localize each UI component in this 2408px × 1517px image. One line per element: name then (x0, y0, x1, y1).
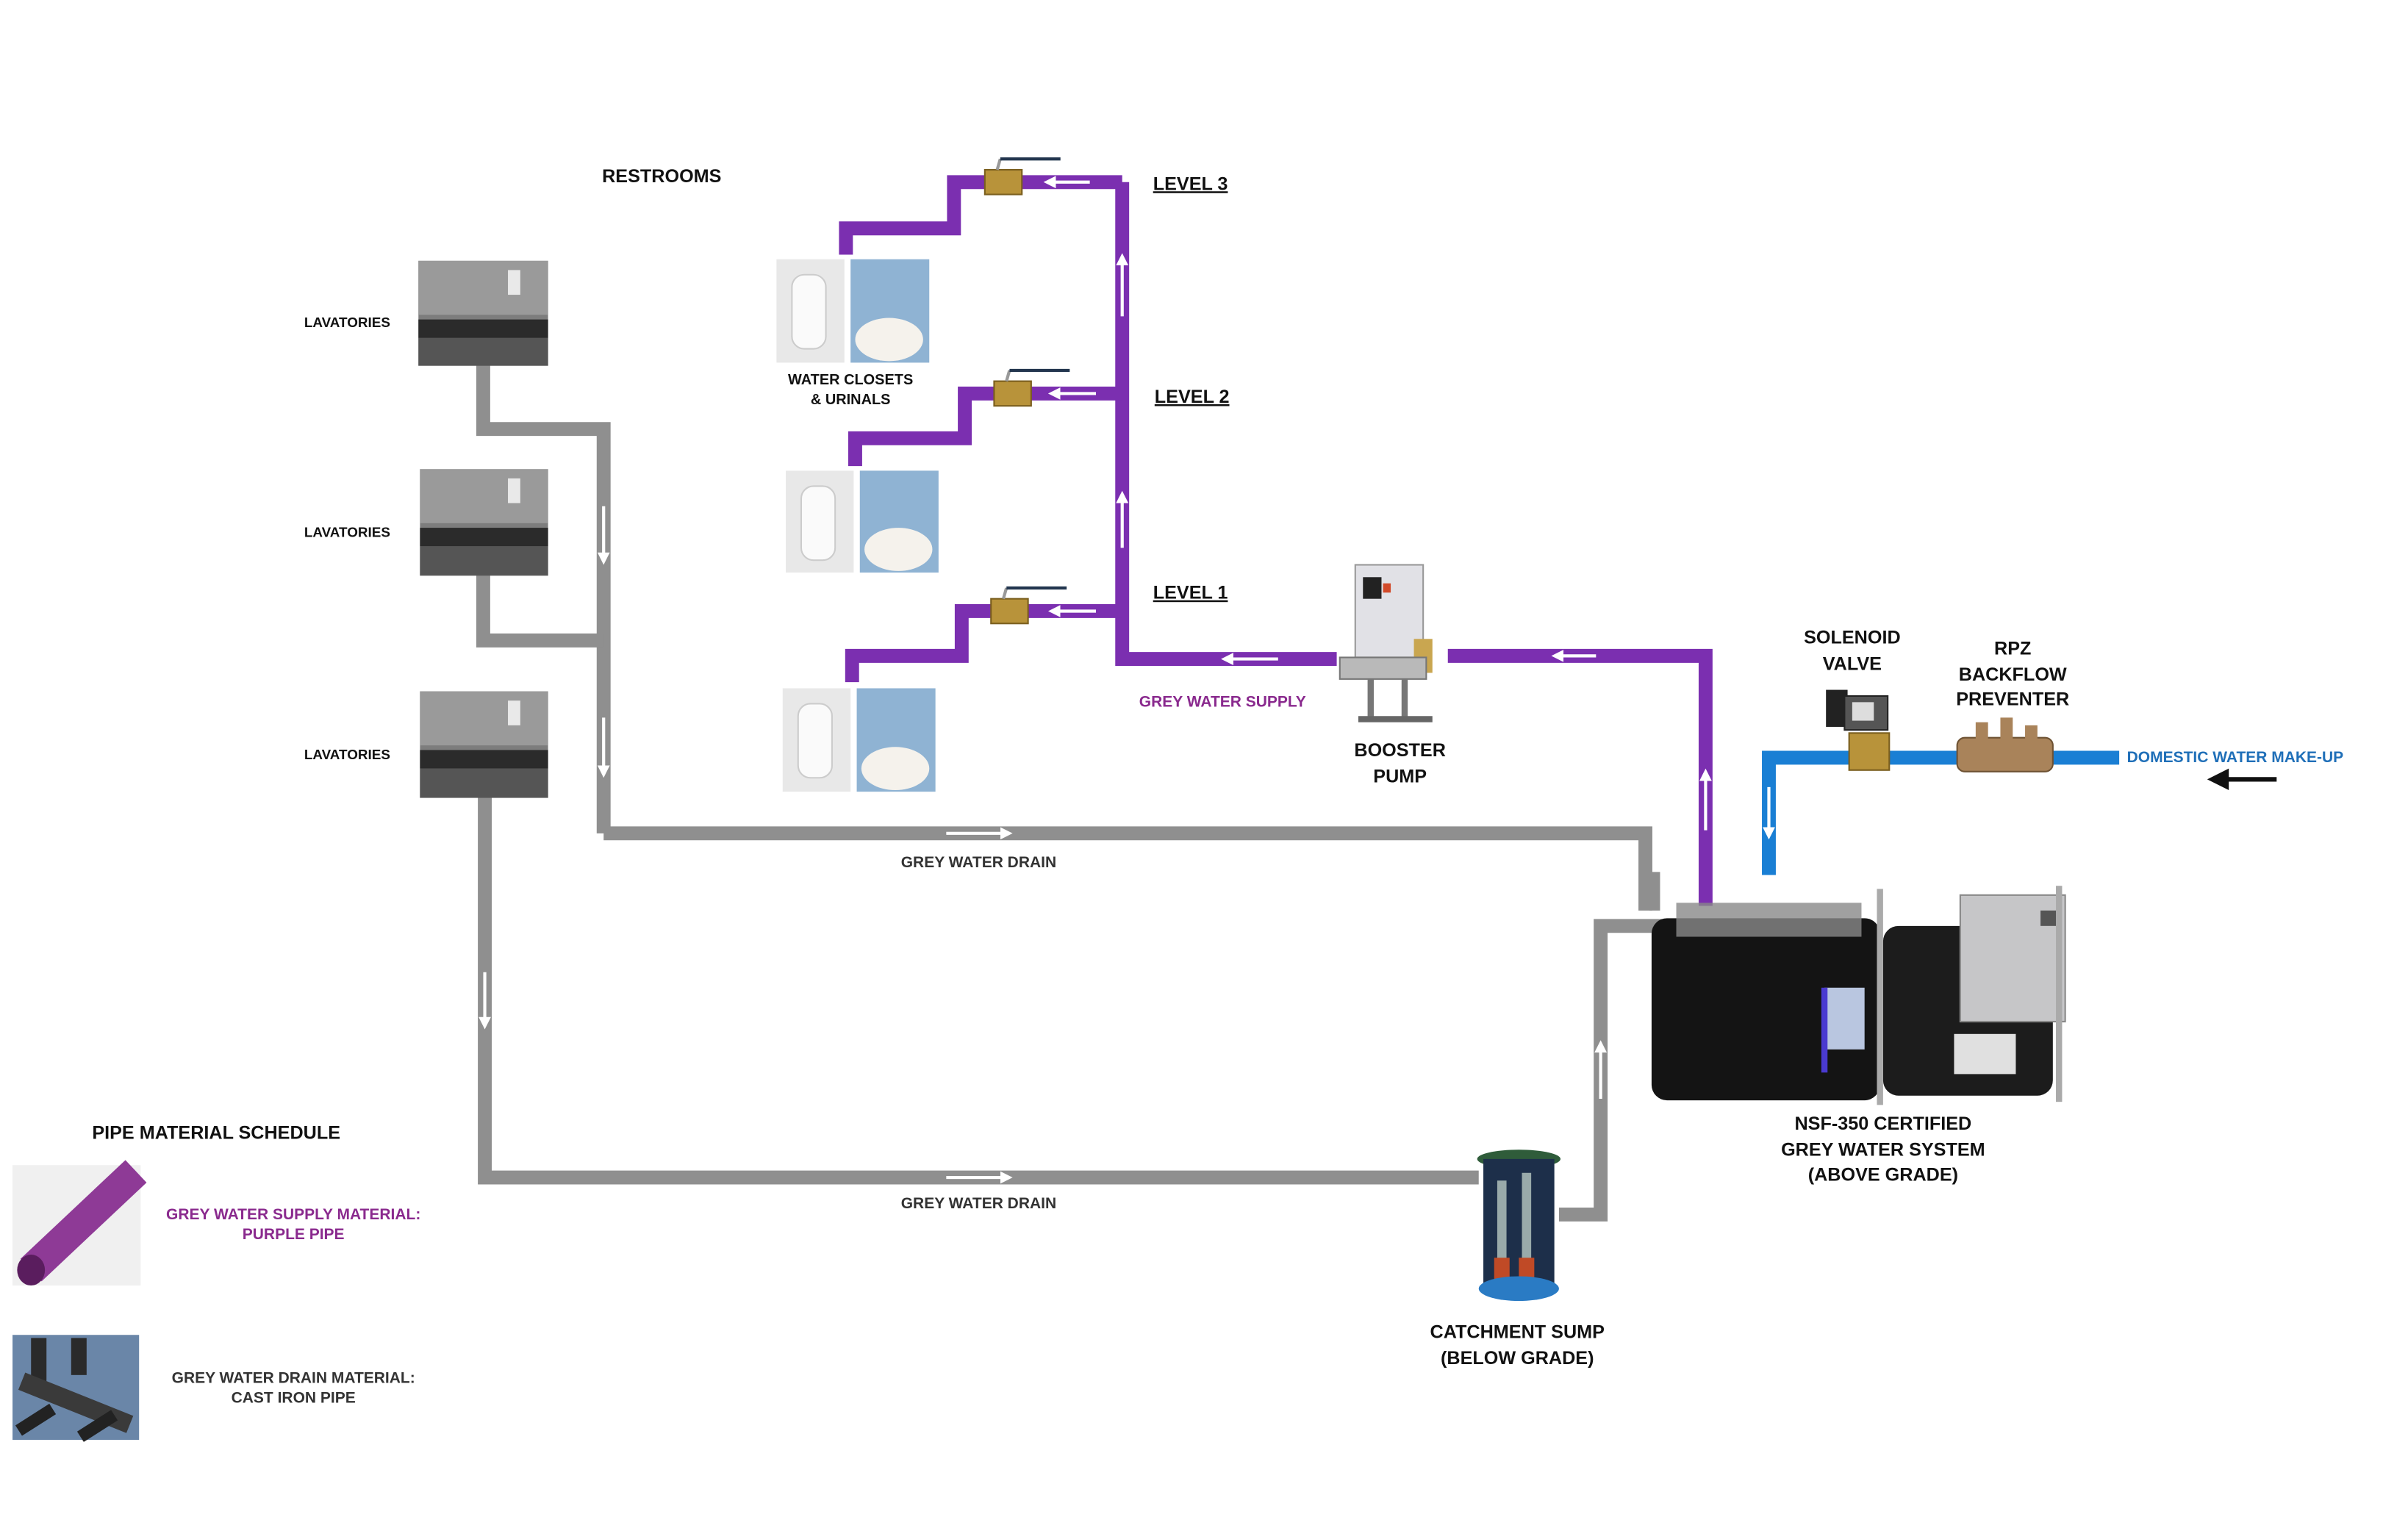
grey-water-drain-label: GREY WATER DRAIN (901, 1195, 1056, 1212)
domestic-makeup-label: DOMESTIC WATER MAKE-UP (2127, 749, 2344, 766)
supply-branch-level1 (845, 604, 1122, 683)
drain-pipe-lav1 (476, 364, 611, 833)
grey-water-drain-label: GREY WATER DRAIN (901, 854, 1056, 871)
level-1-label: LEVEL 1 (1153, 583, 1228, 603)
legend-drain-label-line2: CAST IRON PIPE (232, 1390, 356, 1407)
drain-pipe-lav3 (478, 797, 1479, 1185)
grey-water-system-label-line2: GREY WATER SYSTEM (1781, 1140, 1985, 1161)
grey-water-supply-label: GREY WATER SUPPLY (1139, 694, 1306, 711)
lavatories-label: LAVATORIES (304, 747, 390, 763)
urinal-and-toilet-image-level3 (776, 259, 930, 363)
drain-pipe-sump-to-system (1558, 919, 1664, 1222)
rpz-label-line2: BACKFLOW (1959, 664, 2067, 685)
lavatories-label: LAVATORIES (304, 315, 390, 331)
booster-pump-icon (1339, 564, 1433, 722)
urinal-and-toilet-image-level2 (785, 470, 939, 573)
solenoid-valve-label: SOLENOID (1804, 628, 1901, 648)
ball-valve-level3-icon (983, 157, 1061, 196)
grey-water-system-label: NSF-350 CERTIFIED (1794, 1113, 1971, 1134)
supply-system-to-pump (1447, 648, 1713, 906)
drain-pipe-upper-main (603, 826, 1652, 911)
level-3-label: LEVEL 3 (1153, 173, 1228, 194)
catchment-sump-label: CATCHMENT SUMP (1430, 1321, 1605, 1342)
solenoid-valve-label-line2: VALVE (1823, 653, 1882, 674)
legend-purple-pipe-icon (12, 1160, 147, 1286)
water-closets-label-line2: & URINALS (811, 392, 891, 408)
drain-flow-arrows (479, 506, 1608, 1184)
fixture-images (776, 259, 939, 792)
supply-pipes (839, 175, 1713, 906)
water-closets-label: WATER CLOSETS (788, 372, 913, 388)
lavatory-image (418, 260, 548, 366)
lavatory-image (420, 691, 548, 798)
legend-cast-iron-pipe-icon (12, 1335, 140, 1442)
grey-water-system-icon (1651, 886, 2066, 1105)
domestic-pipes (1762, 750, 2120, 875)
booster-pump-label: BOOSTER (1354, 740, 1446, 761)
lavatory-image (420, 469, 548, 576)
legend-supply-label: GREY WATER SUPPLY MATERIAL: (166, 1206, 420, 1223)
grey-water-system-label-line3: (ABOVE GRADE) (1808, 1164, 1958, 1185)
ball-valve-level1-icon (990, 586, 1067, 625)
legend-title: PIPE MATERIAL SCHEDULE (92, 1123, 340, 1144)
level-2-label: LEVEL 2 (1155, 387, 1230, 407)
rpz-label-line3: PREVENTER (1956, 689, 2069, 710)
urinal-and-toilet-image-level1 (782, 688, 936, 792)
domestic-makeup-pipe (1762, 750, 2120, 875)
rpz-label: RPZ (1994, 638, 2031, 659)
drain-pipes (476, 364, 1664, 1222)
legend-drain-label: GREY WATER DRAIN MATERIAL: (172, 1369, 415, 1386)
solenoid-valve-icon (1826, 689, 1891, 771)
domestic-flow-arrow-left-icon (2207, 768, 2277, 791)
booster-pump-label-line2: PUMP (1373, 767, 1427, 787)
ball-valves (983, 157, 1070, 625)
drain-pipe-lav2 (476, 574, 604, 648)
lavatories-label: LAVATORIES (304, 526, 390, 541)
catchment-sump-label-line2: (BELOW GRADE) (1441, 1348, 1594, 1369)
supply-branch-level2 (848, 386, 1122, 467)
rpz-backflow-preventer-icon (1956, 717, 2054, 772)
legend-supply-label-line2: PURPLE PIPE (243, 1226, 345, 1243)
lavatory-images (418, 260, 548, 798)
supply-flow-arrows (1043, 176, 1712, 831)
catchment-sump-icon (1477, 1150, 1561, 1302)
restrooms-heading: RESTROOMS (602, 166, 721, 187)
ball-valve-level2-icon (993, 368, 1070, 407)
